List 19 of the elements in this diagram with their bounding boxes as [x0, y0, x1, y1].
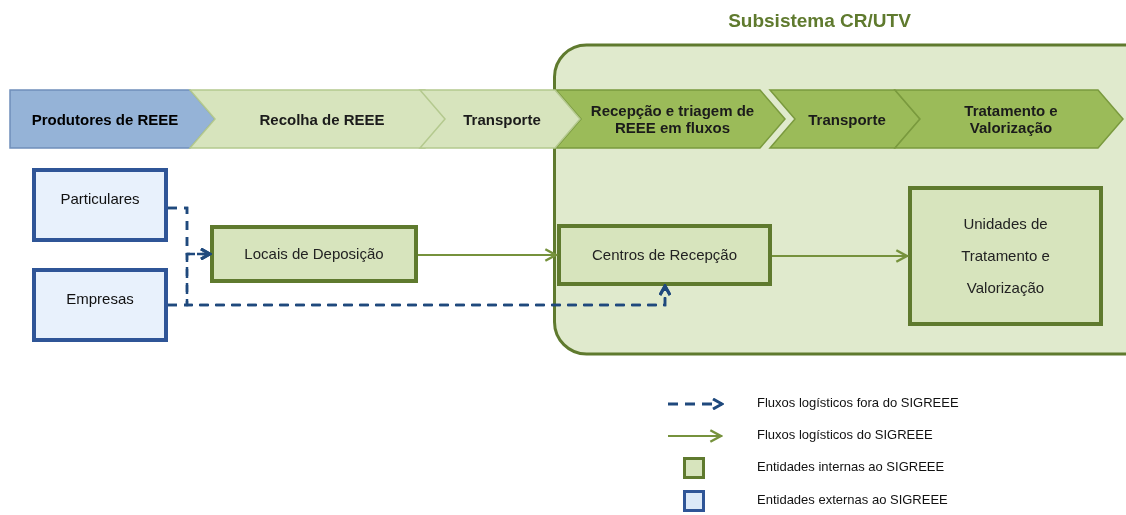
step-label: Recepção e triagem de REEE em fluxos [589, 102, 756, 136]
entity-label: Empresas [66, 290, 134, 308]
legend-label: Fluxos logísticos fora do SIGREEE [757, 395, 959, 410]
legend-label: Entidades externas ao SIGREEE [757, 492, 948, 507]
entity-label: Particulares [60, 190, 140, 208]
legend-label: Entidades internas ao SIGREEE [757, 459, 945, 474]
step-label: Transporte [463, 110, 541, 128]
entity-label: Unidades de Tratamento e Valorização [960, 214, 1051, 298]
step-label: Transporte [808, 110, 886, 128]
step-label: Recolha de REEE [259, 110, 385, 128]
arrow [772, 249, 908, 263]
entity-label: Locais de Deposição [244, 245, 384, 263]
entity-label: Centros de Recepção [591, 246, 738, 264]
arrow [418, 248, 557, 262]
legend-label: Fluxos logísticos do SIGREEE [757, 427, 933, 442]
dashed-arrow [168, 284, 672, 307]
step-label: Tratamento e Valorização [963, 102, 1059, 136]
subsystem-title: Subsistema CR/UTV [728, 10, 911, 32]
step-label: Produtores de REEE [31, 110, 179, 128]
